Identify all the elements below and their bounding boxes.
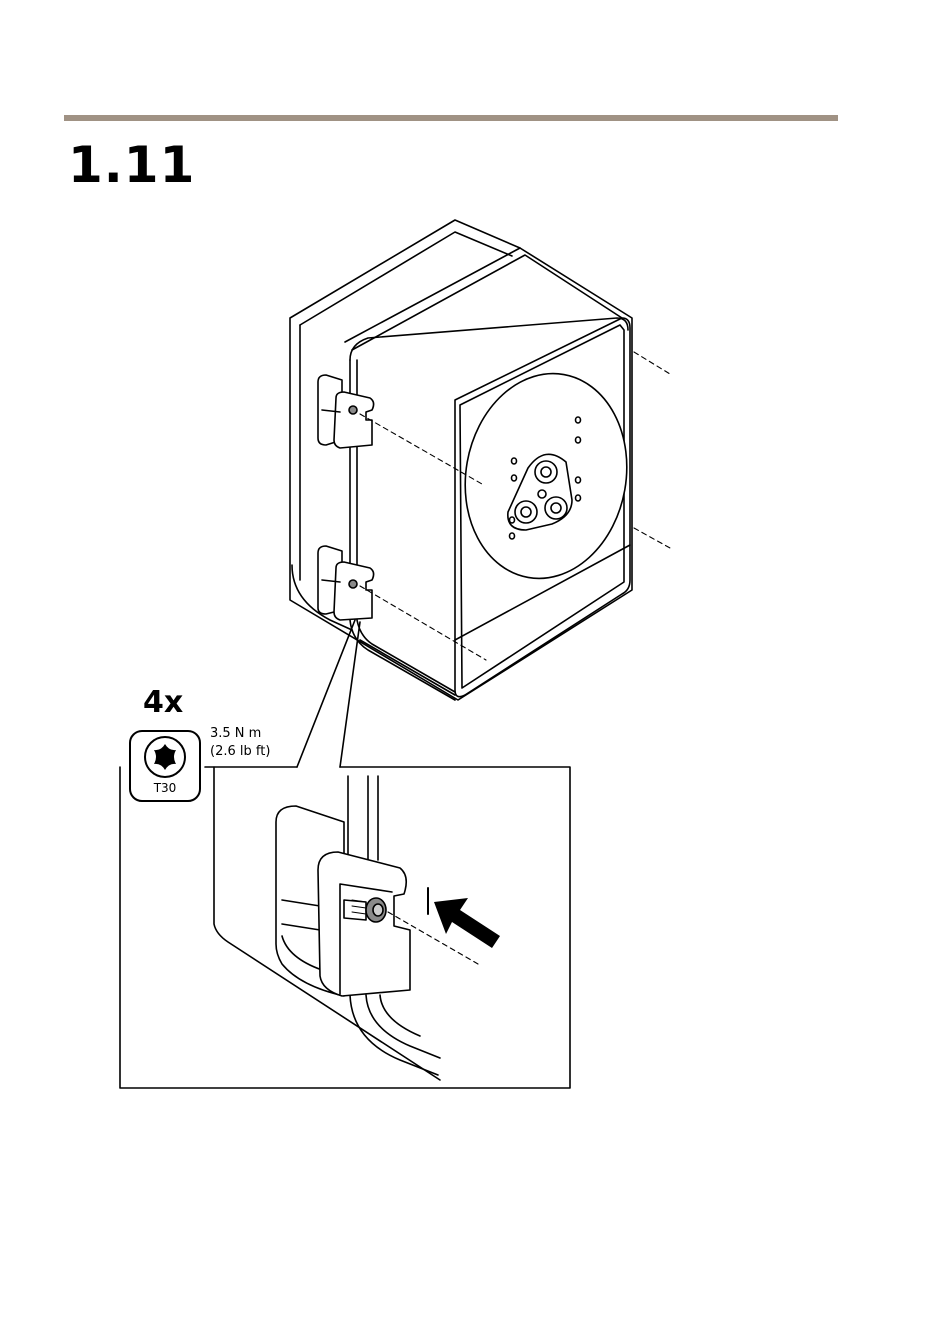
detail-view	[214, 767, 478, 1080]
torque-lbft: (2.6 lb ft)	[210, 743, 270, 761]
torque-nm: 3.5 N m	[210, 725, 270, 743]
push-arrow-icon	[434, 898, 500, 948]
bit-type-label: T30	[130, 781, 200, 795]
torque-spec: 3.5 N m (2.6 lb ft)	[210, 725, 270, 761]
callout-leaders	[297, 620, 360, 767]
quantity-label: 4x	[143, 688, 183, 718]
